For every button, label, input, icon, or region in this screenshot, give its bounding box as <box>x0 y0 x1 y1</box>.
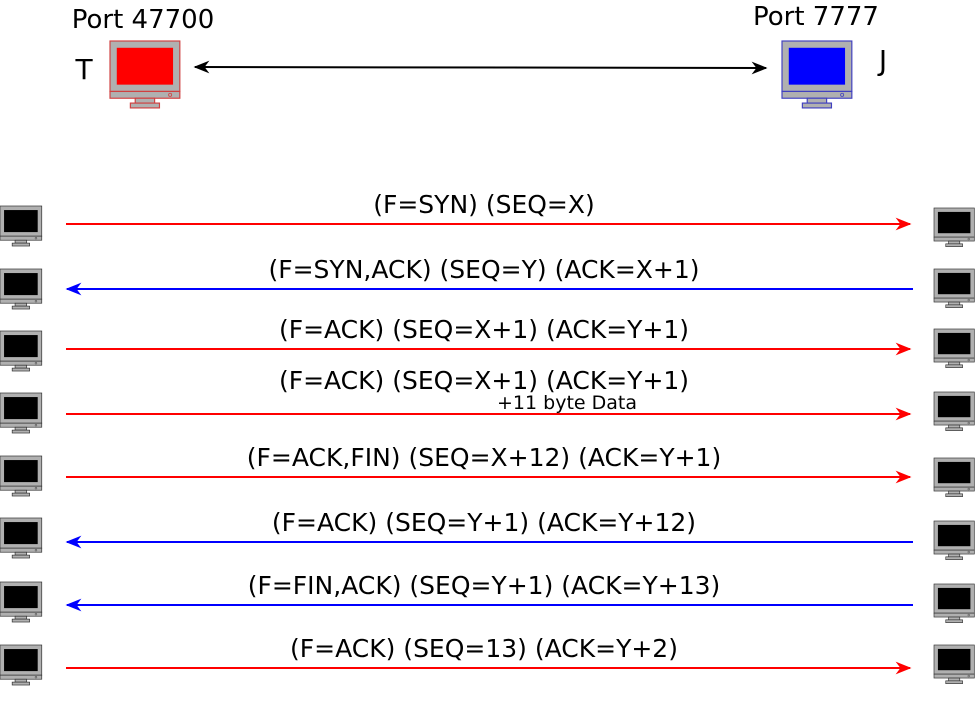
message-label: (F=ACK) (SEQ=13) (ACK=Y+2) <box>290 634 678 663</box>
receiver-computer-icon <box>933 328 975 368</box>
right-port-label: Port 7777 <box>753 2 879 32</box>
message-label: (F=ACK) (SEQ=X+1) (ACK=Y+1) <box>279 315 689 344</box>
right-computer-body <box>781 40 853 109</box>
receiver-computer-icon <box>933 391 975 431</box>
right-computer-icon <box>781 40 853 109</box>
message-row: (F=SYN) (SEQ=X) <box>0 190 975 247</box>
left-port-label: Port 47700 <box>72 5 215 35</box>
message-row: (F=FIN,ACK) (SEQ=Y+1) (ACK=Y+13) <box>0 571 975 623</box>
receiver-computer-icon <box>933 457 975 497</box>
message-label: (F=FIN,ACK) (SEQ=Y+1) (ACK=Y+13) <box>248 571 721 600</box>
left-computer-icon <box>109 40 181 109</box>
message-label: (F=ACK,FIN) (SEQ=X+12) (ACK=Y+1) <box>247 443 721 472</box>
sender-computer-icon <box>0 330 43 372</box>
sender-computer-icon <box>0 644 43 686</box>
sender-computer-icon <box>0 392 43 434</box>
message-rows: (F=SYN) (SEQ=X) (F=SYN,ACK) (SEQ=Y) (ACK=… <box>0 190 975 686</box>
message-row: (F=ACK) (SEQ=X+1) (ACK=Y+1) <box>0 315 975 372</box>
message-label: (F=ACK) (SEQ=X+1) (ACK=Y+1) <box>279 366 689 395</box>
message-row: (F=SYN,ACK) (SEQ=Y) (ACK=X+1) <box>0 255 975 310</box>
right-host-name: J <box>877 44 887 77</box>
sender-computer-icon <box>0 517 43 559</box>
sender-computer-icon <box>0 455 43 497</box>
message-label: (F=ACK) (SEQ=Y+1) (ACK=Y+12) <box>272 508 696 537</box>
left-computer-body <box>109 40 181 109</box>
left-host-name: T <box>74 53 93 86</box>
message-row: (F=ACK) (SEQ=13) (ACK=Y+2) <box>0 634 975 686</box>
message-row: (F=ACK) (SEQ=Y+1) (ACK=Y+12) <box>0 508 975 560</box>
message-row: (F=ACK,FIN) (SEQ=X+12) (ACK=Y+1) <box>0 443 975 497</box>
receiver-computer-icon <box>933 583 975 623</box>
message-row: (F=ACK) (SEQ=X+1) (ACK=Y+1)+11 byte Data <box>0 366 975 434</box>
sender-computer-icon <box>0 205 43 247</box>
message-label: (F=SYN,ACK) (SEQ=Y) (ACK=X+1) <box>268 255 699 284</box>
receiver-computer-icon <box>933 268 975 308</box>
sender-computer-icon <box>0 581 43 623</box>
receiver-computer-icon <box>933 520 975 560</box>
receiver-computer-icon <box>933 207 975 247</box>
receiver-computer-icon <box>933 644 975 684</box>
message-sublabel: +11 byte Data <box>497 392 637 414</box>
connection-link-arrow <box>193 60 768 75</box>
sender-computer-icon <box>0 268 43 310</box>
message-label: (F=SYN) (SEQ=X) <box>373 190 595 219</box>
